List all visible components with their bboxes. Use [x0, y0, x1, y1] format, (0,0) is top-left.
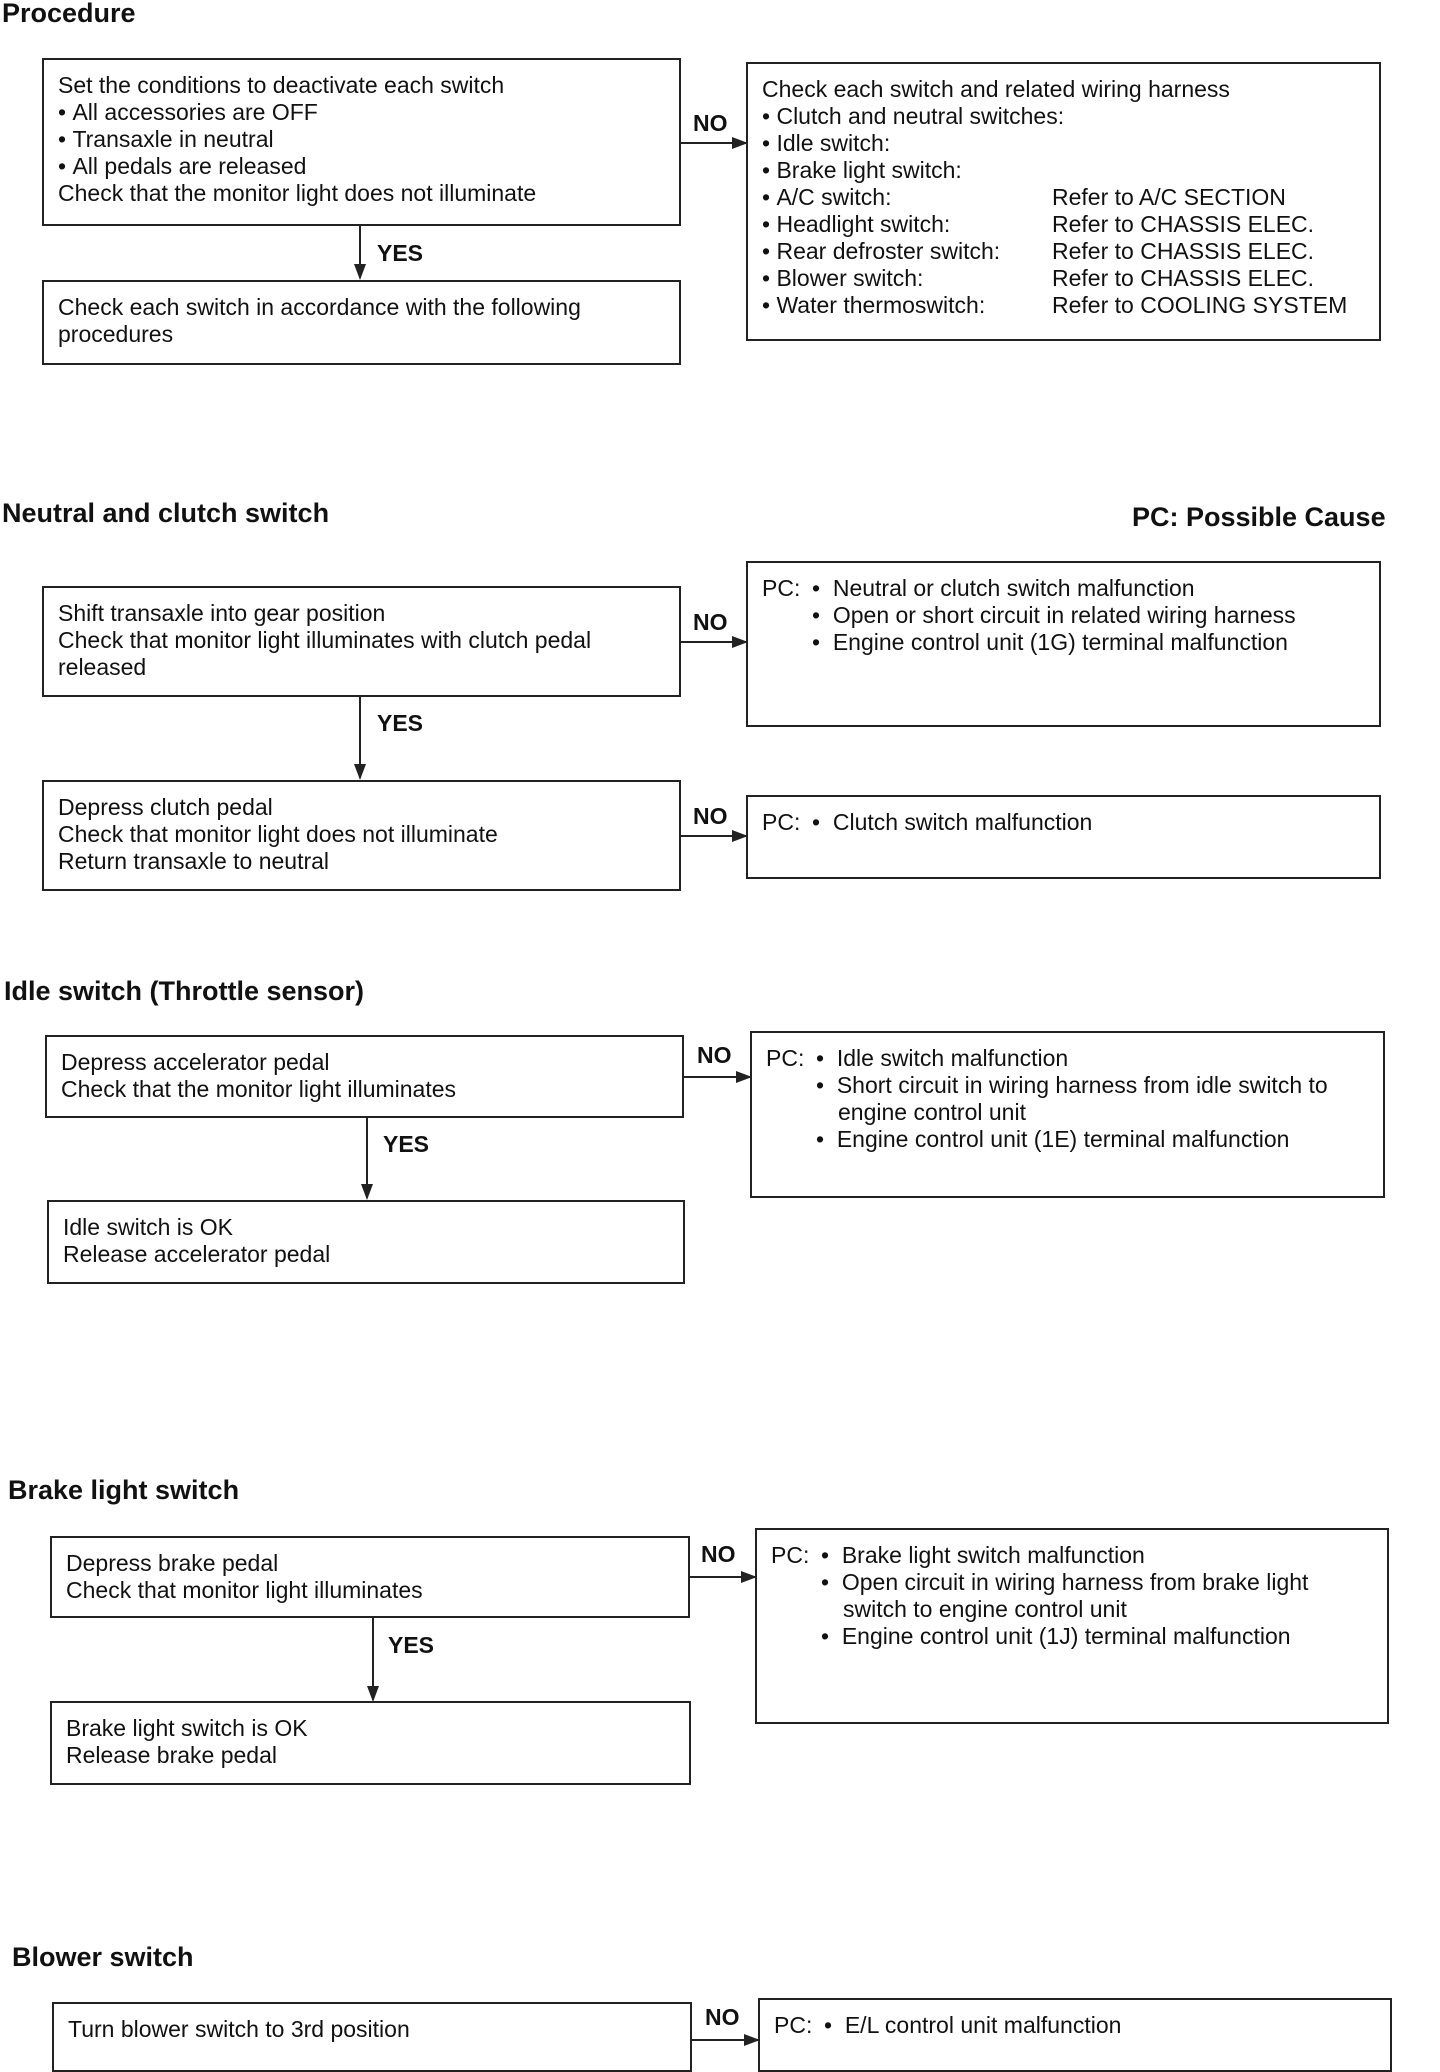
neutral-pc-box: PC: Neutral or clutch switch malfunction… — [746, 561, 1381, 727]
possible-cause: Short circuit in wiring harness from idl… — [816, 1072, 1369, 1126]
section-title-idle-switch: Idle switch (Throttle sensor) — [4, 976, 365, 1006]
box-text: Depress brake pedal — [66, 1550, 279, 1576]
pc-prefix: PC: — [762, 809, 801, 835]
box-text: Depress accelerator pedal — [61, 1049, 330, 1075]
box-text: Turn blower switch to 3rd position — [68, 2016, 410, 2042]
possible-cause: Open or short circuit in related wiring … — [812, 602, 1296, 629]
possible-cause: Open circuit in wiring harness from brak… — [821, 1569, 1373, 1623]
pc-legend: PC: Possible Cause — [1132, 502, 1386, 532]
no-label: NO — [693, 609, 728, 635]
switch-name: A/C switch: — [762, 184, 1052, 211]
condition-item: All pedals are released — [58, 153, 665, 180]
possible-cause: Neutral or clutch switch malfunction — [812, 575, 1296, 602]
brake-step1-box: Depress brake pedal Check that monitor l… — [50, 1536, 690, 1618]
switch-ref: Refer to A/C SECTION — [1052, 184, 1286, 210]
procedure-check-box: Check each switch in accordance with the… — [42, 280, 681, 365]
section-title-blower-switch: Blower switch — [12, 1942, 194, 1972]
blower-pc-box: PC: E/L control unit malfunction — [758, 1998, 1392, 2072]
box-text: released — [58, 654, 147, 680]
box-text: Check each switch and related wiring har… — [762, 76, 1230, 102]
section-title-neutral-clutch: Neutral and clutch switch — [2, 498, 330, 528]
neutral-step1-box: Shift transaxle into gear position Check… — [42, 586, 681, 697]
box-text: Set the conditions to deactivate each sw… — [58, 72, 505, 98]
section-title-procedure: Procedure — [2, 0, 136, 28]
possible-cause: Engine control unit (1J) terminal malfun… — [821, 1623, 1373, 1650]
idle-pc-box: PC: Idle switch malfunction Short circui… — [750, 1031, 1385, 1198]
switch-ref: Refer to CHASSIS ELEC. — [1052, 238, 1315, 264]
box-text: Release brake pedal — [66, 1742, 277, 1768]
yes-label: YES — [383, 1131, 430, 1157]
box-text: Depress clutch pedal — [58, 794, 273, 820]
no-label: NO — [693, 110, 728, 136]
pc-prefix: PC: — [771, 1542, 810, 1568]
condition-item: All accessories are OFF — [58, 99, 665, 126]
box-text: Release accelerator pedal — [63, 1241, 331, 1267]
no-label: NO — [693, 803, 728, 829]
switch-name: Clutch and neutral switches: — [762, 103, 1064, 130]
switch-row: Blower switch:Refer to CHASSIS ELEC. — [762, 265, 1365, 292]
possible-cause: Brake light switch malfunction — [821, 1542, 1373, 1569]
switch-name: Headlight switch: — [762, 211, 1052, 238]
possible-cause: E/L control unit malfunction — [824, 2012, 1122, 2039]
switch-ref: Refer to COOLING SYSTEM — [1052, 292, 1348, 318]
box-text: Check that monitor light does not illumi… — [58, 821, 498, 847]
possible-cause: Engine control unit (1E) terminal malfun… — [816, 1126, 1369, 1153]
box-text: procedures — [58, 321, 174, 347]
box-text: Return transaxle to neutral — [58, 848, 330, 874]
switch-name: Rear defroster switch: — [762, 238, 1052, 265]
switch-row: Clutch and neutral switches: — [762, 103, 1365, 130]
switch-ref: Refer to CHASSIS ELEC. — [1052, 265, 1315, 291]
switch-name: Blower switch: — [762, 265, 1052, 292]
neutral-pc2-box: PC: Clutch switch malfunction — [746, 795, 1381, 879]
box-text: Brake light switch is OK — [66, 1715, 308, 1741]
condition-item: Transaxle in neutral — [58, 126, 665, 153]
no-label: NO — [701, 1541, 736, 1567]
switch-name: Water thermoswitch: — [762, 292, 1052, 319]
box-text: Check that monitor light illuminates — [66, 1577, 423, 1603]
idle-ok-box: Idle switch is OK Release accelerator pe… — [47, 1200, 685, 1284]
switch-ref: Refer to CHASSIS ELEC. — [1052, 211, 1315, 237]
switch-row: Water thermoswitch:Refer to COOLING SYST… — [762, 292, 1365, 319]
possible-cause: Idle switch malfunction — [816, 1045, 1369, 1072]
pc-prefix: PC: — [774, 2012, 813, 2038]
switch-row: A/C switch:Refer to A/C SECTION — [762, 184, 1365, 211]
yes-label: YES — [377, 240, 424, 266]
possible-cause: Engine control unit (1G) terminal malfun… — [812, 629, 1296, 656]
no-label: NO — [697, 1042, 732, 1068]
neutral-step2-box: Depress clutch pedal Check that monitor … — [42, 780, 681, 891]
box-text: Check each switch in accordance with the… — [58, 294, 581, 320]
yes-label: YES — [388, 1632, 435, 1658]
pc-prefix: PC: — [762, 575, 801, 601]
box-text: Check that monitor light illuminates wit… — [58, 627, 592, 653]
procedure-start-box: Set the conditions to deactivate each sw… — [42, 58, 681, 226]
no-label: NO — [705, 2004, 740, 2030]
blower-step1-box: Turn blower switch to 3rd position — [52, 2002, 692, 2072]
yes-label: YES — [377, 710, 424, 736]
section-title-brake-light: Brake light switch — [8, 1475, 240, 1505]
pc-prefix: PC: — [766, 1045, 805, 1071]
brake-pc-box: PC: Brake light switch malfunction Open … — [755, 1528, 1389, 1724]
procedure-no-box: Check each switch and related wiring har… — [746, 62, 1381, 341]
switch-name: Idle switch: — [762, 130, 1052, 157]
switch-row: Brake light switch: — [762, 157, 1365, 184]
box-text: Shift transaxle into gear position — [58, 600, 386, 626]
switch-row: Idle switch: — [762, 130, 1365, 157]
possible-cause: Clutch switch malfunction — [812, 809, 1093, 836]
box-text: Check that the monitor light does not il… — [58, 180, 537, 206]
box-text: Idle switch is OK — [63, 1214, 233, 1240]
switch-name: Brake light switch: — [762, 157, 1052, 184]
box-text: Check that the monitor light illuminates — [61, 1076, 457, 1102]
idle-step1-box: Depress accelerator pedal Check that the… — [45, 1035, 684, 1118]
switch-row: Rear defroster switch:Refer to CHASSIS E… — [762, 238, 1365, 265]
brake-ok-box: Brake light switch is OK Release brake p… — [50, 1701, 691, 1785]
switch-row: Headlight switch:Refer to CHASSIS ELEC. — [762, 211, 1365, 238]
